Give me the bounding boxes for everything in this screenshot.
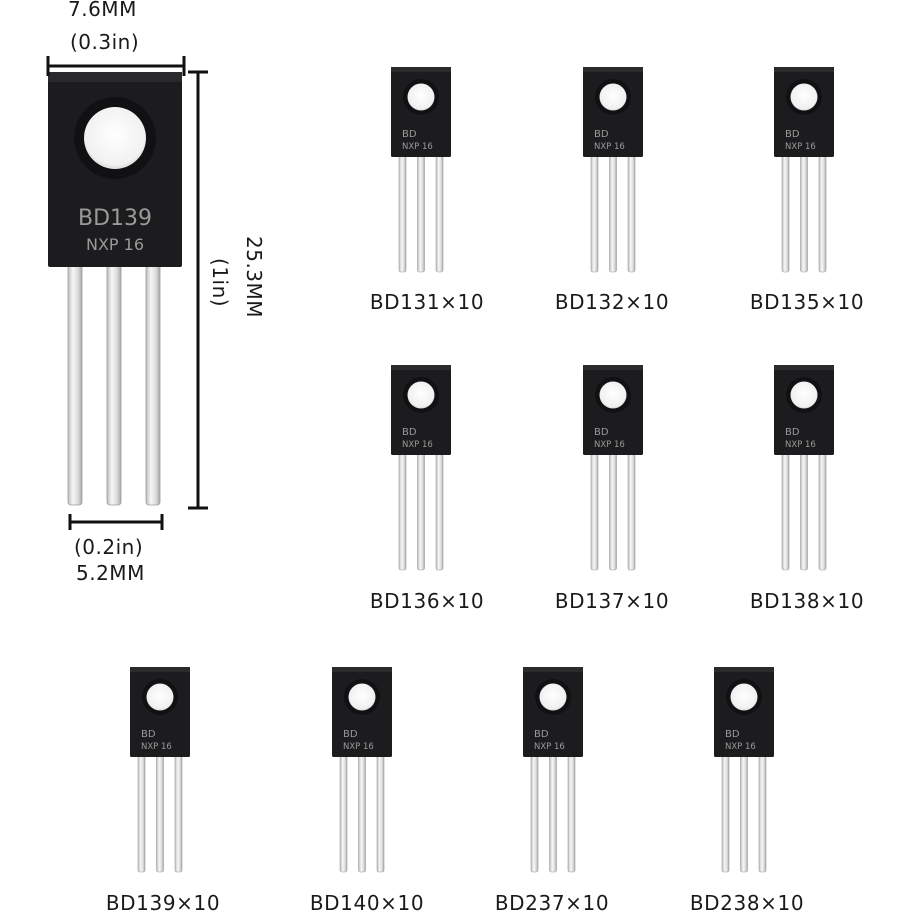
transistor-bd140: BD NXP 16: [329, 664, 395, 874]
transistor-bd137: BD NXP 16: [580, 362, 646, 572]
variant-label-bd237: BD237×10: [494, 891, 610, 915]
transistor-bd131: BD NXP 16: [388, 64, 454, 274]
transistor-bd132: BD NXP 16: [580, 64, 646, 274]
small-marking-line1: BD: [594, 427, 609, 438]
large-marking-line2: NXP 16: [86, 235, 144, 254]
small-marking-line2: NXP 16: [534, 742, 565, 752]
small-marking-line2: NXP 16: [594, 440, 625, 450]
transistor-bd138: BD NXP 16: [771, 362, 837, 572]
variant-label-bd135: BD135×10: [749, 290, 865, 314]
variant-label-bd138: BD138×10: [749, 589, 865, 613]
variant-label-bd137: BD137×10: [554, 589, 670, 613]
small-marking-line1: BD: [725, 729, 740, 740]
width-in-label: (0.3in): [70, 30, 140, 54]
small-marking-line2: NXP 16: [594, 142, 625, 152]
small-marking-line2: NXP 16: [785, 142, 816, 152]
variant-label-bd139: BD139×10: [105, 891, 221, 915]
transistor-bd238: BD NXP 16: [711, 664, 777, 874]
small-marking-line2: NXP 16: [402, 440, 433, 450]
small-marking-line1: BD: [402, 427, 417, 438]
transistor-bd139: BD NXP 16: [127, 664, 193, 874]
small-marking-line2: NXP 16: [785, 440, 816, 450]
variant-label-bd131: BD131×10: [369, 290, 485, 314]
variant-label-bd136: BD136×10: [369, 589, 485, 613]
small-marking-line1: BD: [402, 129, 417, 140]
width-mm-label: 7.6MM: [68, 0, 137, 21]
variant-label-bd140: BD140×10: [309, 891, 425, 915]
height-mm-label: 25.3MM: [242, 236, 266, 319]
small-marking-line2: NXP 16: [402, 142, 433, 152]
small-marking-line1: BD: [534, 729, 549, 740]
large-marking-line1: BD139: [78, 206, 152, 231]
small-marking-line2: NXP 16: [141, 742, 172, 752]
variant-label-bd238: BD238×10: [689, 891, 805, 915]
transistor-bd136: BD NXP 16: [388, 362, 454, 572]
pitch-mm-label: 5.2MM: [76, 561, 145, 585]
large-transistor: BD139 NXP 16: [40, 60, 190, 510]
small-marking-line2: NXP 16: [343, 742, 374, 752]
transistor-bd237: BD NXP 16: [520, 664, 586, 874]
height-in-label: (1in): [208, 258, 232, 308]
pitch-in-label: (0.2in): [74, 535, 144, 559]
small-marking-line1: BD: [785, 129, 800, 140]
small-marking-line1: BD: [343, 729, 358, 740]
small-marking-line1: BD: [594, 129, 609, 140]
variant-label-bd132: BD132×10: [554, 290, 670, 314]
small-marking-line1: BD: [785, 427, 800, 438]
small-marking-line2: NXP 16: [725, 742, 756, 752]
transistor-bd135: BD NXP 16: [771, 64, 837, 274]
small-marking-line1: BD: [141, 729, 156, 740]
